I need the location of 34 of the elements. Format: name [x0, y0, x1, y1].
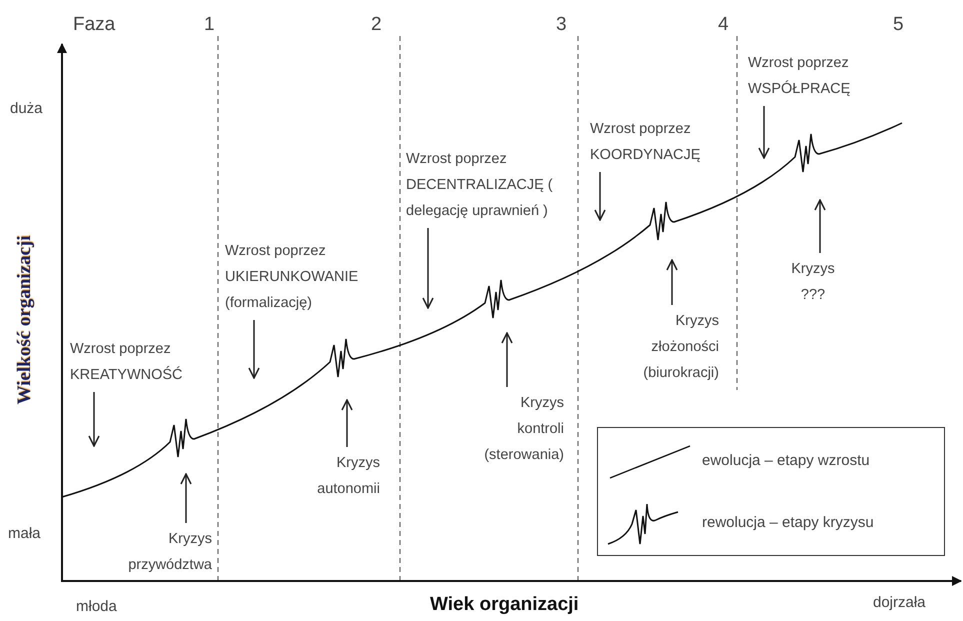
phase-number: 1: [204, 14, 215, 36]
arrow: [180, 473, 192, 523]
phase-number: 2: [371, 14, 382, 36]
phase-number: 4: [718, 14, 729, 36]
axis-title: Wiek organizacji: [430, 594, 579, 616]
growth-label: Wzrost poprzez KOORDYNACJĘ: [590, 120, 702, 165]
phase-number: 5: [893, 14, 904, 36]
crisis-label: Kryzys kontroli (sterowania): [483, 394, 564, 465]
axis-title: Wielkość organizacji: [14, 235, 36, 405]
axis-value: mała: [8, 525, 41, 542]
crisis-label: Kryzys ???: [790, 260, 836, 305]
arrow: [758, 106, 770, 159]
arrow: [501, 332, 513, 387]
arrow: [814, 199, 826, 253]
growth-label: Wzrost poprzez WSPÓŁPRACĘ: [748, 54, 852, 99]
arrow: [594, 172, 606, 221]
arrow: [88, 392, 100, 447]
crisis-label: Kryzys autonomii: [316, 454, 380, 499]
growth-label: Wzrost poprzez KREATYWNOŚĆ: [70, 340, 184, 385]
phase-heading: Faza: [73, 14, 116, 36]
arrow: [422, 228, 434, 309]
crisis-label: Kryzys przywództwa: [127, 530, 212, 575]
axis-value: dojrzała: [873, 594, 926, 611]
arrow: [341, 399, 353, 447]
growth-label: Wzrost poprzez UKIERUNKOWANIE (formalizację): [225, 242, 360, 313]
axis-value: duża: [10, 100, 43, 117]
growth-label: Wzrost poprzez DECENTRALIZACJĘ ( delegację uprawnień ): [406, 150, 554, 221]
phase-number: 3: [556, 14, 567, 36]
legend-label: ewolucja – etapy wzrostu: [702, 452, 870, 469]
arrow: [248, 320, 260, 379]
arrow: [666, 259, 678, 305]
crisis-label: Kryzys złożoności (biurokracji): [642, 312, 719, 383]
legend-label: rewolucja – etapy kryzysu: [702, 514, 874, 531]
axis-value: młoda: [76, 598, 117, 615]
